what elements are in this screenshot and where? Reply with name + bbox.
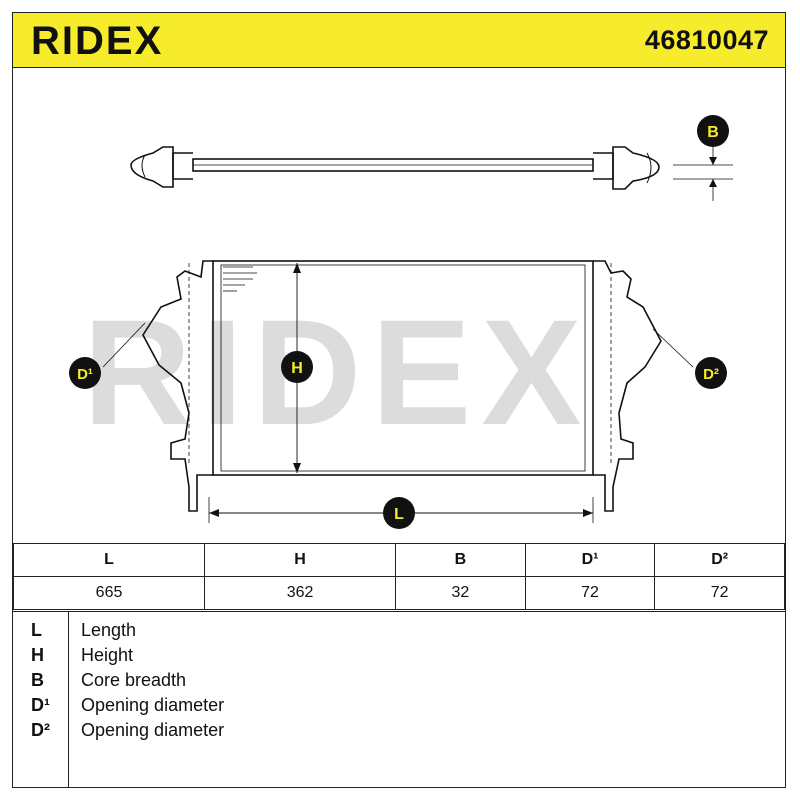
legend-divider xyxy=(68,612,69,787)
dim-value-H: 362 xyxy=(204,576,397,610)
front-view-left-tank xyxy=(142,260,213,512)
legend-key: H xyxy=(31,645,44,665)
legend-label: Core breadth xyxy=(81,670,187,690)
label-L: L xyxy=(383,497,415,529)
dim-header-B: B xyxy=(395,543,526,577)
svg-text:D²: D² xyxy=(703,366,719,383)
legend-item: D² Opening diameter xyxy=(13,720,785,745)
top-view-left-tank xyxy=(172,152,193,180)
front-view-right-tank xyxy=(593,260,662,512)
label-H: H xyxy=(281,351,313,383)
legend-item: D¹ Opening diameter xyxy=(13,695,785,720)
label-B: B xyxy=(697,115,729,147)
dimensions-table: L H B D¹ D² 665 362 32 72 72 xyxy=(13,543,785,610)
technical-drawing: RIDEX xyxy=(13,67,785,543)
dim-header-D2: D² xyxy=(654,543,785,577)
part-number: 46810047 xyxy=(644,25,769,55)
brand-header: RIDEX 46810047 xyxy=(13,13,785,68)
brand-logo: RIDEX xyxy=(31,19,164,63)
legend-key: D² xyxy=(31,720,50,740)
label-D2: D² xyxy=(695,357,727,389)
dim-value-D2: 72 xyxy=(654,576,785,610)
top-view-right-tank xyxy=(593,152,614,180)
dim-header-D1: D¹ xyxy=(524,543,656,577)
dim-value-D1: 72 xyxy=(524,576,656,610)
legend-item: H Height xyxy=(13,645,785,670)
legend: L Length H Height B Core breadth D¹ Open… xyxy=(13,611,785,787)
dim-header-L: L xyxy=(13,543,206,577)
top-view-right-pipe xyxy=(612,146,660,190)
legend-key: B xyxy=(31,670,44,690)
intercooler-drawing: B H L D¹ D² xyxy=(69,115,733,529)
legend-key: L xyxy=(31,620,42,640)
legend-item: L Length xyxy=(13,620,785,645)
dim-value-B: 32 xyxy=(395,576,526,610)
watermark-logo: RIDEX xyxy=(83,288,592,456)
svg-text:D¹: D¹ xyxy=(77,366,93,383)
dim-value-L: 665 xyxy=(13,576,206,610)
product-sheet: RIDEX 46810047 RIDEX xyxy=(12,12,786,788)
front-view-core xyxy=(212,260,594,476)
label-D1: D¹ xyxy=(69,357,101,389)
legend-label: Length xyxy=(81,620,137,640)
legend-label: Height xyxy=(81,645,134,665)
svg-text:B: B xyxy=(707,124,719,141)
svg-text:H: H xyxy=(291,360,303,377)
dimensions-value-row: 665 362 32 72 72 xyxy=(13,576,785,610)
legend-item: B Core breadth xyxy=(13,670,785,695)
svg-text:L: L xyxy=(394,506,404,523)
dimensions-header-row: L H B D¹ D² xyxy=(13,543,785,577)
legend-key: D¹ xyxy=(31,695,50,715)
top-view-left-pipe xyxy=(130,146,174,188)
legend-label: Opening diameter xyxy=(81,720,225,740)
legend-label: Opening diameter xyxy=(81,695,225,715)
dim-header-H: H xyxy=(204,543,397,577)
